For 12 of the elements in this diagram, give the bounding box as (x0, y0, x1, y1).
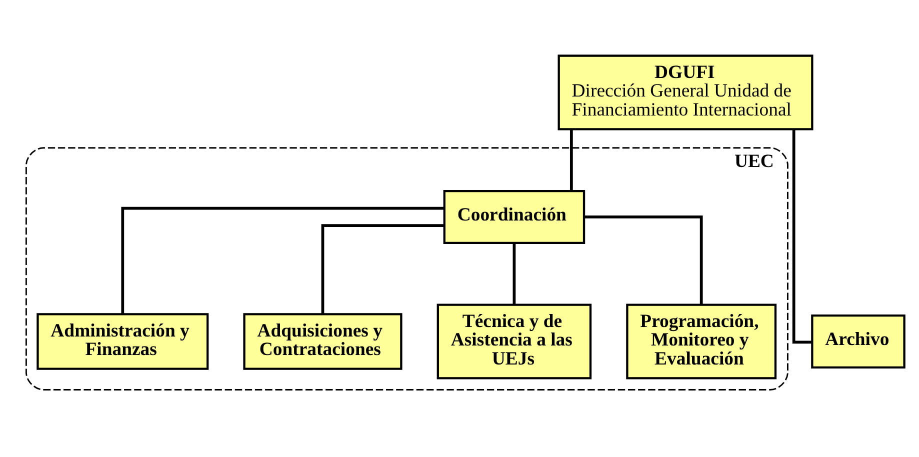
connector (570, 130, 573, 191)
node-box: DGUFI Dirección General Unidad de Financiamiento Internacional (558, 54, 814, 130)
node-box: Programación, Monitoreo y Evaluación (626, 304, 777, 380)
node-box: Archivo (811, 314, 906, 368)
node-box: Adquisiciones y Contrataciones (243, 313, 402, 370)
node-box: Técnica y de Asistencia a las UEJs (436, 304, 592, 380)
node-box: Administración y Finanzas (36, 313, 209, 370)
connector (321, 224, 444, 314)
connector (121, 206, 444, 314)
node-box: Coordinación (443, 190, 586, 244)
connector (584, 216, 703, 304)
connector (512, 243, 516, 305)
